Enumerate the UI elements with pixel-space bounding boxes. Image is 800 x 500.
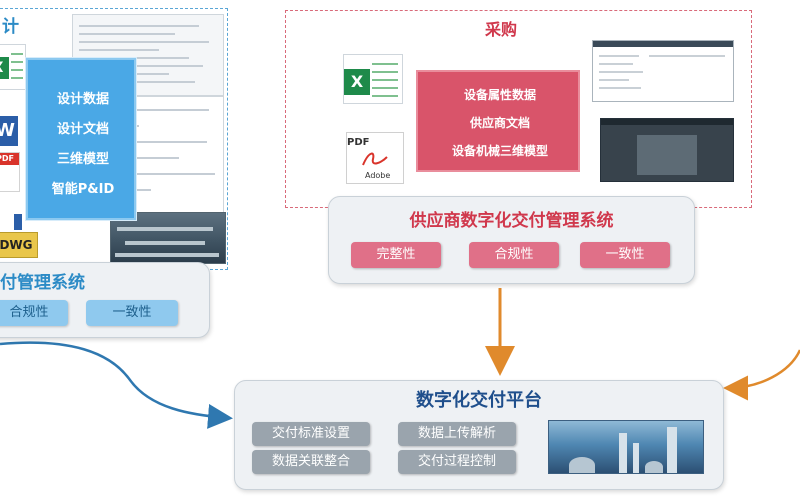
digital-delivery-platform-title: 数字化交付平台 [416,390,542,411]
procurement-item: 供应商文档 [469,116,530,130]
design-item: 设计数据 [56,92,109,107]
delivery-standard-setting-button[interactable]: 交付标准设置 [252,422,370,446]
data-upload-parse-button[interactable]: 数据上传解析 [398,422,516,446]
excel-file-icon: X [0,44,26,90]
excel-file-icon: X [343,54,403,104]
arrow-design-to-platform [0,341,233,429]
plant-photo-thumbnail [548,420,704,474]
file-stack-icon [14,214,22,230]
arrow-right-to-platform [723,349,800,401]
word-file-icon: W [0,116,18,146]
design-region-title: 计 [2,17,19,37]
design-data-panel: 设计数据 设计文档 三维模型 智能P&ID [26,58,136,220]
3d-model-software-screenshot [600,118,734,182]
data-association-button[interactable]: 数据关联整合 [252,450,370,474]
procurement-region-title: 采购 [485,20,518,39]
pdf-file-icon: PDF Adobe [346,132,404,184]
procurement-item: 设备属性数据 [463,88,536,102]
dwg-file-icon: DWG [0,232,38,258]
design-delivery-system-title: 付管理系统 [0,273,85,293]
pdf-file-icon: PDF [0,152,20,192]
delivery-process-control-button[interactable]: 交付过程控制 [398,450,516,474]
design-item: 三维模型 [56,152,109,167]
design-item: 智能P&ID [51,182,115,197]
compliance-button[interactable]: 合规性 [469,242,559,268]
compliance-button[interactable]: 合规性 [0,300,68,326]
supplier-delivery-system-title: 供应商数字化交付管理系统 [409,211,614,231]
supplier-software-screenshot [592,40,734,102]
completeness-button[interactable]: 完整性 [351,242,441,268]
supplier-delivery-system-panel [328,196,695,284]
consistency-button[interactable]: 一致性 [580,242,670,268]
procurement-data-panel: 设备属性数据 供应商文档 设备机械三维模型 [416,70,580,172]
design-item: 设计文档 [56,122,109,137]
consistency-button[interactable]: 一致性 [86,300,178,326]
adobe-acrobat-icon [362,152,388,166]
procurement-item: 设备机械三维模型 [451,144,548,158]
